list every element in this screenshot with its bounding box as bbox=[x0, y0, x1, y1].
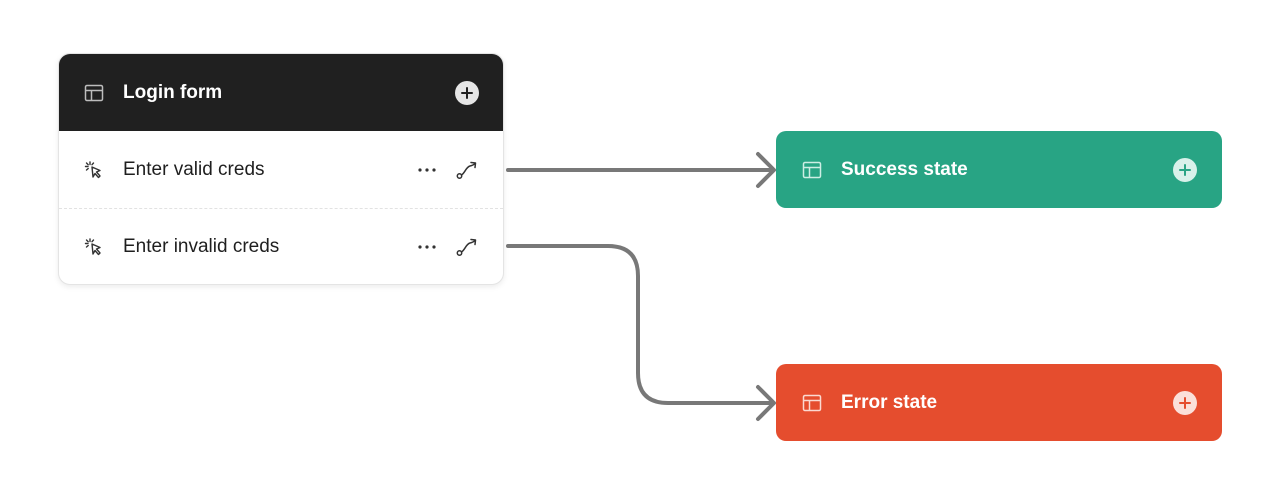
plus-icon bbox=[461, 86, 473, 99]
connect-button[interactable] bbox=[455, 158, 479, 182]
add-button[interactable] bbox=[455, 80, 479, 105]
route-icon bbox=[456, 161, 477, 179]
more-button[interactable] bbox=[415, 235, 439, 259]
action-row-invalid[interactable]: Enter invalid creds bbox=[59, 208, 503, 284]
login-form-title: Login form bbox=[123, 81, 223, 103]
plus-icon bbox=[1179, 396, 1191, 409]
route-icon bbox=[456, 238, 477, 256]
connector-invalid-to-error bbox=[506, 244, 774, 405]
login-form-card[interactable]: Login form Enter valid creds bbox=[58, 53, 504, 285]
add-button[interactable] bbox=[1173, 390, 1197, 415]
success-state-card[interactable]: Success state bbox=[776, 131, 1222, 208]
more-horizontal-icon bbox=[418, 245, 436, 249]
login-form-header[interactable]: Login form bbox=[59, 54, 503, 131]
layout-icon bbox=[802, 393, 822, 413]
cursor-click-icon bbox=[84, 237, 104, 257]
layout-icon bbox=[802, 160, 822, 180]
more-button[interactable] bbox=[415, 158, 439, 182]
layout-icon bbox=[84, 83, 104, 103]
plus-icon bbox=[1179, 163, 1191, 176]
cursor-click-icon bbox=[84, 160, 104, 180]
connect-button[interactable] bbox=[455, 235, 479, 259]
action-row-valid[interactable]: Enter valid creds bbox=[59, 131, 503, 208]
error-state-card[interactable]: Error state bbox=[776, 364, 1222, 441]
action-label: Enter valid creds bbox=[123, 158, 265, 180]
success-state-title: Success state bbox=[841, 158, 968, 180]
arrowhead-success bbox=[756, 152, 776, 188]
error-state-title: Error state bbox=[841, 391, 938, 413]
add-button[interactable] bbox=[1173, 157, 1197, 182]
more-horizontal-icon bbox=[418, 167, 436, 172]
arrowhead-error bbox=[756, 385, 776, 421]
action-label: Enter invalid creds bbox=[123, 236, 280, 257]
